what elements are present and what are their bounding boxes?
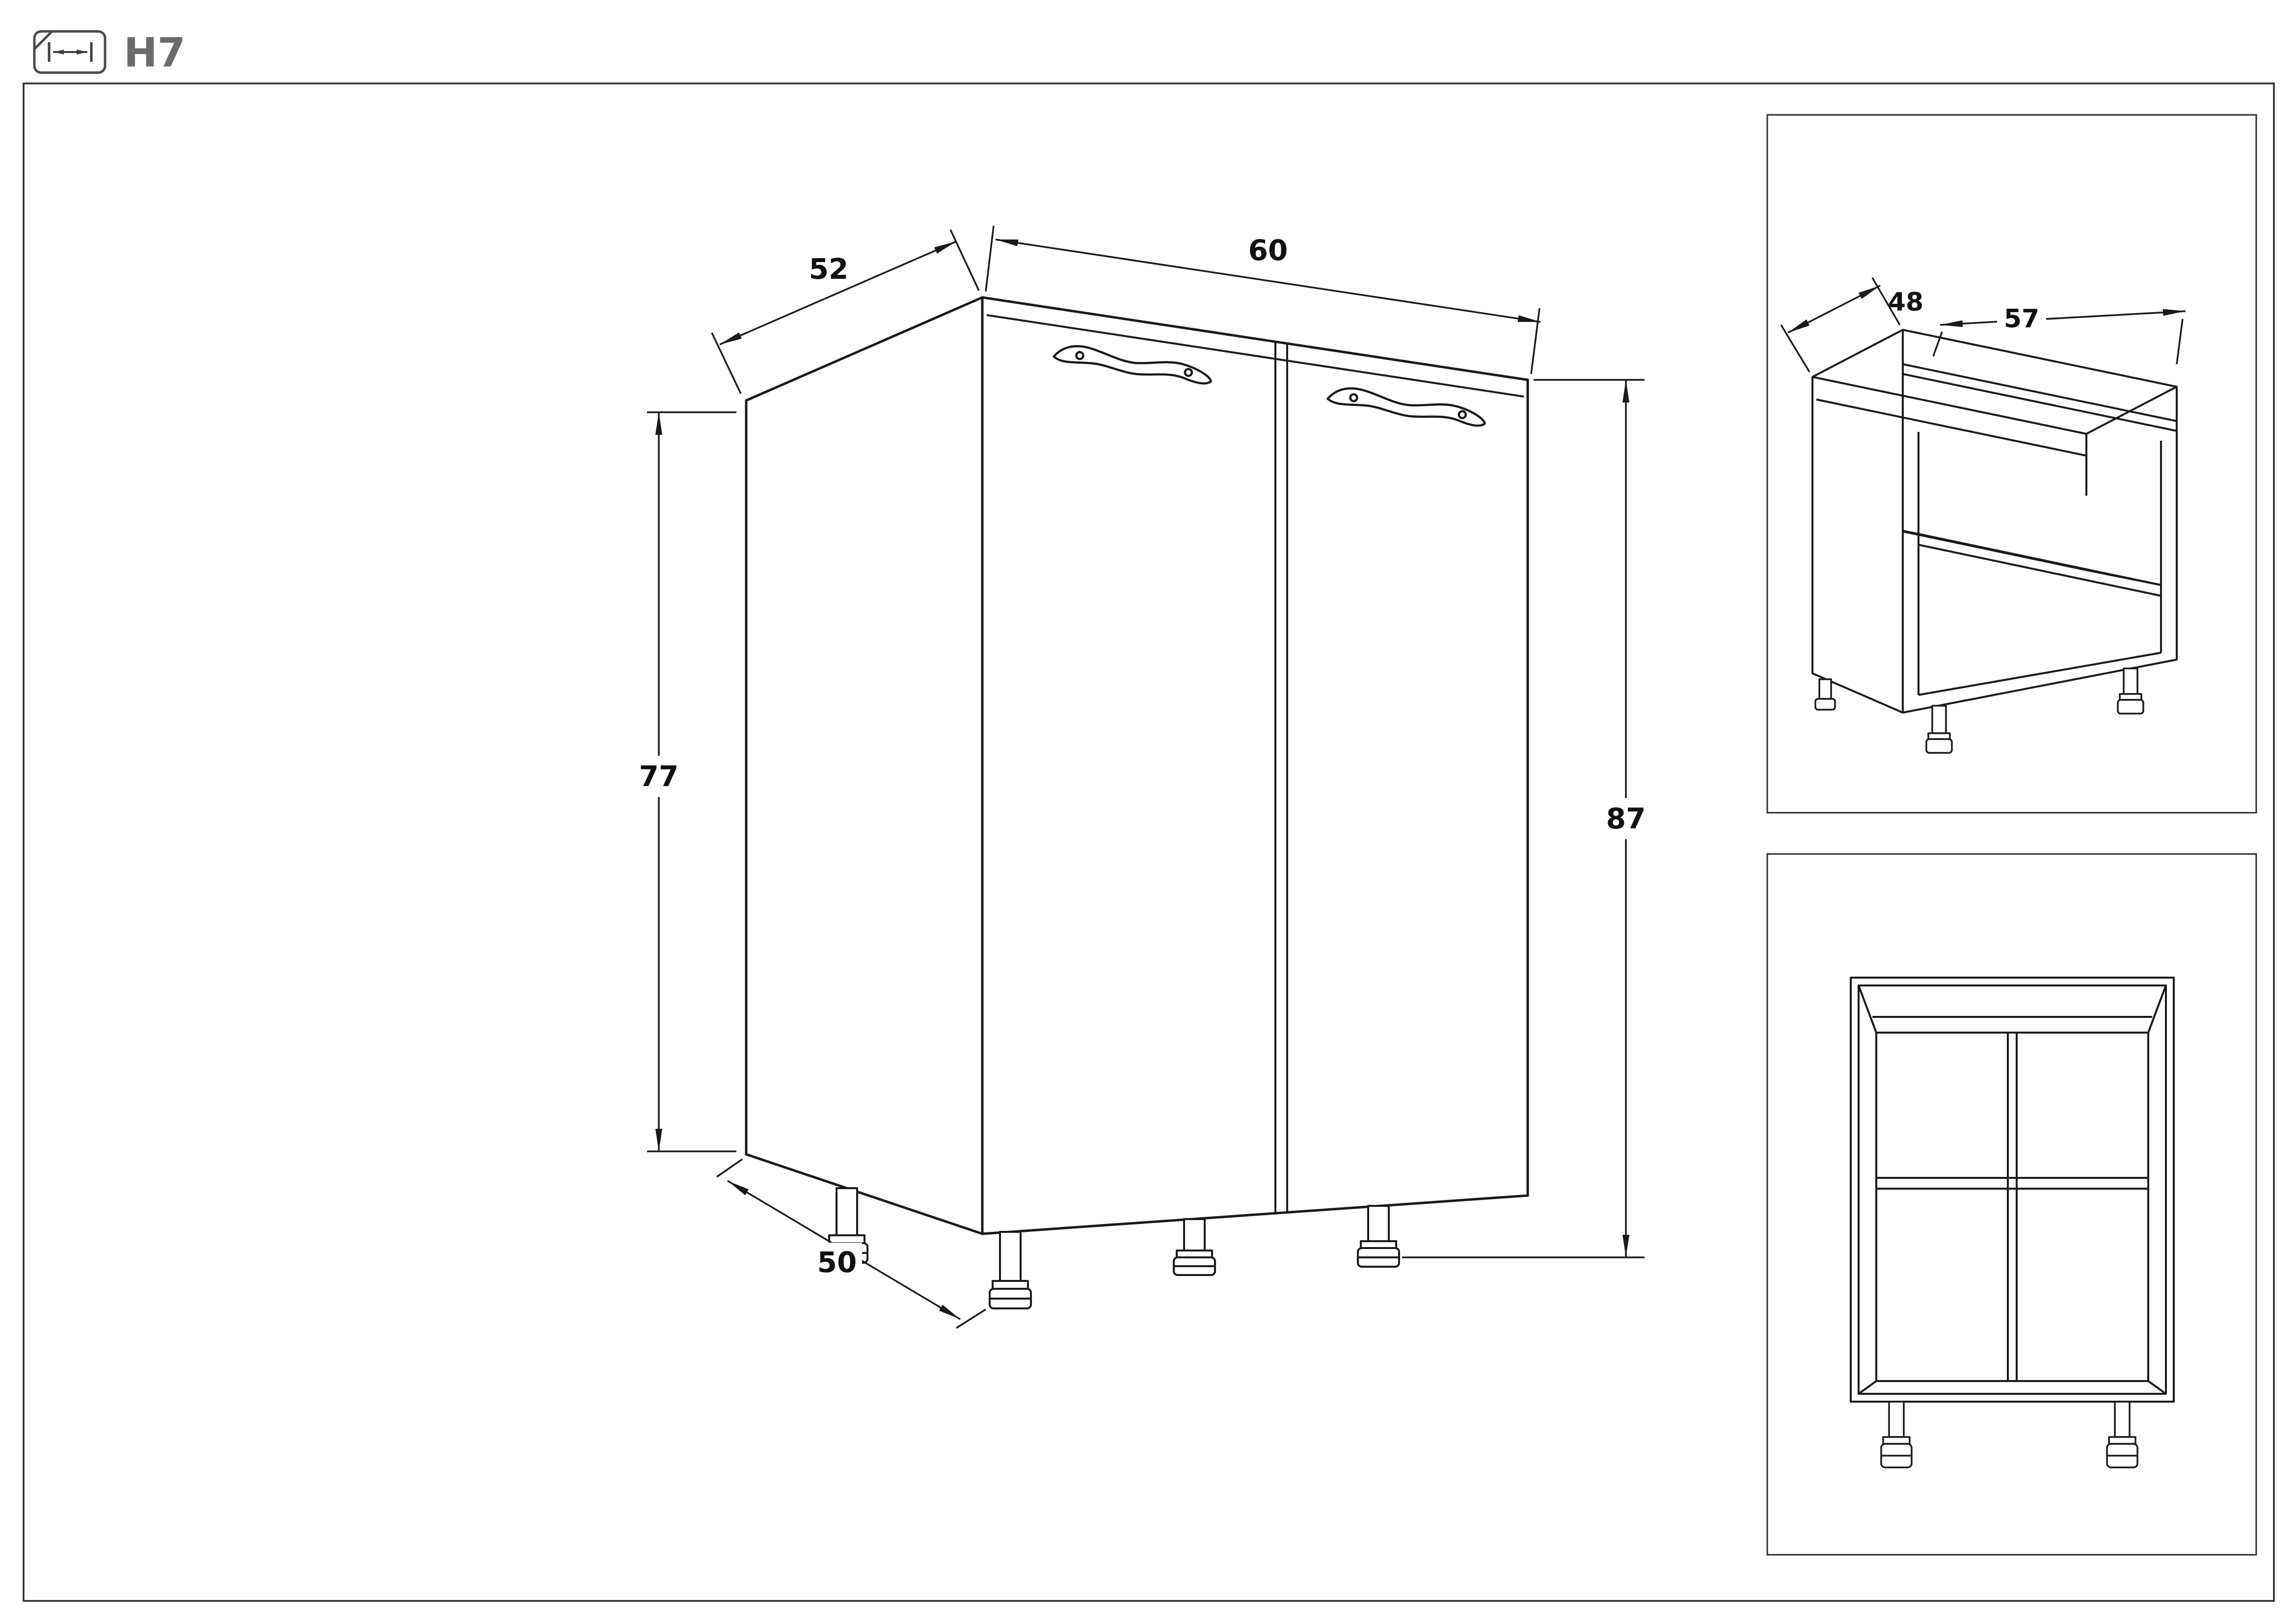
front-view-feet <box>1880 1401 2138 1468</box>
dimension-inner-width: 57 <box>1932 300 2186 365</box>
right-top-edge <box>2086 386 2177 435</box>
back-rail-edge <box>1816 399 2086 456</box>
dim-label-top-depth: 52 <box>809 252 849 286</box>
door-top-gap-line <box>986 314 1524 398</box>
drawing-border <box>23 82 2275 1602</box>
header: H7 <box>33 30 186 77</box>
front-rail-top <box>1902 363 2177 422</box>
door-handle-left <box>1053 345 1212 385</box>
inner-bottom-edge <box>1918 652 2161 696</box>
carcass-outer-outline <box>1850 977 2175 1403</box>
cabinet-front-doors <box>981 296 1529 1235</box>
foot-middle <box>1173 1218 1216 1276</box>
top-right-miter <box>2147 985 2167 1033</box>
front-rail-bottom <box>1902 373 2177 432</box>
foot-left <box>1880 1401 1913 1468</box>
carcass-feet <box>1814 667 2144 754</box>
carcass-inner-outline <box>1858 984 2167 1395</box>
bottom-right-miter <box>2147 1380 2167 1395</box>
door-handle-right <box>1326 387 1486 427</box>
bottom-left-miter <box>1858 1380 1877 1395</box>
carcass-drawing <box>1811 329 2178 754</box>
dim-label-top-width: 60 <box>1248 234 1288 267</box>
dimension-top-width: 60 <box>985 225 1541 374</box>
dimension-left-height: 77 <box>634 411 736 1152</box>
dim-label-bottom-depth: 50 <box>817 1246 857 1279</box>
back-top-edge <box>1812 376 2087 435</box>
carcass-front-frame <box>1902 329 2178 714</box>
foot-right <box>2106 1401 2138 1468</box>
dim-label-right-height: 87 <box>1606 802 1646 835</box>
dimension-right-height: 87 <box>1402 379 1650 1258</box>
top-left-miter <box>1858 985 1877 1033</box>
page-title: H7 <box>124 30 186 77</box>
dimension-inner-depth: 48 <box>1780 277 1923 372</box>
inset-front-frame <box>1766 853 2257 1556</box>
dimension-bottom-depth: 50 <box>716 1158 986 1329</box>
dimension-top-depth: 52 <box>711 229 980 394</box>
main-cabinet-view <box>745 296 1529 1309</box>
carcass-dimensions: 48 57 <box>1780 277 2186 372</box>
inset-front-view <box>1766 853 2257 1556</box>
main-view-dimensions: 52 60 77 87 <box>634 225 1650 1329</box>
cabinet-left-panel <box>745 296 984 1235</box>
dim-label-inner-depth: 48 <box>1888 288 1923 317</box>
foot-front-left <box>989 1231 1032 1309</box>
foot-front-right <box>1357 1205 1400 1268</box>
dim-label-inner-width: 57 <box>2004 304 2039 334</box>
shelf-right-end <box>2087 569 2161 586</box>
width-dimension-icon <box>33 30 107 74</box>
dim-label-left-height: 77 <box>639 760 679 793</box>
inset-carcass-view: 48 57 <box>1766 114 2257 814</box>
shelf-thickness-edge <box>1918 544 2161 597</box>
front-view-drawing <box>1850 977 2175 1468</box>
